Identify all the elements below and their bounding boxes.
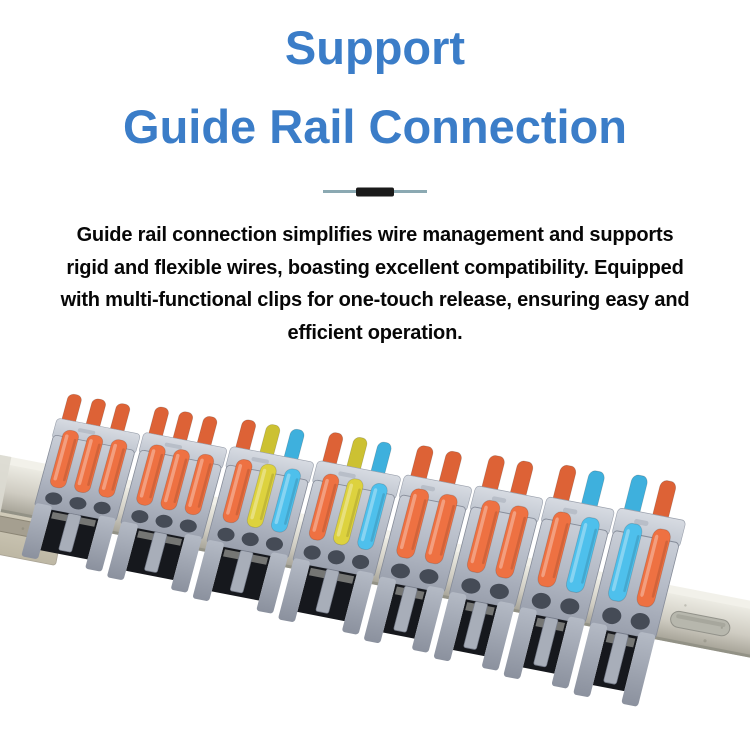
- lever-orange: [49, 429, 79, 489]
- wire-hole: [265, 537, 283, 551]
- description: Guide rail connection simplifies wire ma…: [0, 219, 750, 349]
- wire-hole: [303, 545, 321, 560]
- description-line: efficient operation.: [287, 321, 463, 344]
- description-line: rigid and flexible wires, boasting excel…: [66, 256, 684, 279]
- release-clip: [58, 513, 82, 553]
- wire-hole: [45, 492, 63, 505]
- wire-hole: [155, 514, 173, 528]
- description-line: with multi-functional clips for one-touc…: [60, 289, 690, 311]
- wire-hole: [489, 583, 509, 600]
- lever-orange: [184, 453, 215, 516]
- wire-hole: [352, 554, 370, 570]
- lever-orange: [636, 528, 671, 608]
- lever-orange: [160, 449, 190, 511]
- connector-2: [107, 406, 227, 593]
- wire-hole: [461, 578, 481, 594]
- lever-orange: [495, 505, 529, 579]
- lever-orange: [466, 499, 501, 574]
- lever-orange: [537, 511, 572, 588]
- connector-7: [503, 464, 615, 689]
- wire-hole: [560, 598, 580, 615]
- lever-orange: [222, 459, 253, 524]
- lever-orange: [424, 493, 458, 565]
- wire-hole: [630, 613, 650, 630]
- wire-hole: [69, 497, 87, 510]
- connector-1: [21, 393, 141, 572]
- rail-assembly: [0, 393, 750, 707]
- page-subtitle: Guide Rail Connection: [123, 100, 627, 153]
- connector-6: [434, 455, 544, 671]
- wire-hole: [179, 519, 197, 533]
- release-clip: [393, 585, 418, 633]
- product-photo-din-rail-connectors: [0, 393, 750, 707]
- lever-orange: [136, 444, 166, 506]
- lever-orange: [74, 434, 104, 493]
- release-clip: [463, 601, 488, 650]
- lever-blue: [271, 468, 301, 533]
- connector-8: [573, 474, 686, 707]
- release-clip: [230, 550, 254, 594]
- wire-hole: [602, 607, 622, 625]
- wire-hole: [327, 550, 345, 565]
- release-clip: [315, 568, 340, 614]
- wire-hole: [217, 527, 235, 542]
- wire-hole: [419, 569, 439, 584]
- lever-blue: [357, 482, 388, 551]
- lever-orange: [396, 488, 430, 559]
- connector-4: [278, 432, 401, 635]
- wire-hole: [93, 501, 111, 515]
- wire-hole: [390, 563, 410, 579]
- divider: [323, 187, 427, 196]
- lever-orange: [308, 473, 340, 541]
- release-clip: [533, 616, 559, 668]
- page-title: Support: [284, 21, 466, 74]
- lever-yellow: [333, 478, 364, 546]
- connector-3: [192, 419, 314, 614]
- divider-bar: [356, 187, 394, 196]
- wire-hole: [131, 510, 149, 524]
- lever-blue: [608, 522, 643, 602]
- lever-blue: [565, 516, 600, 594]
- wire-hole: [531, 592, 551, 609]
- release-clip: [144, 531, 168, 573]
- lever-yellow: [246, 463, 277, 528]
- release-clip: [603, 632, 629, 685]
- lever-orange: [98, 439, 128, 498]
- description-line: Guide rail connection simplifies wire ma…: [76, 224, 674, 246]
- connector-5: [364, 445, 472, 653]
- wire-hole: [241, 532, 259, 547]
